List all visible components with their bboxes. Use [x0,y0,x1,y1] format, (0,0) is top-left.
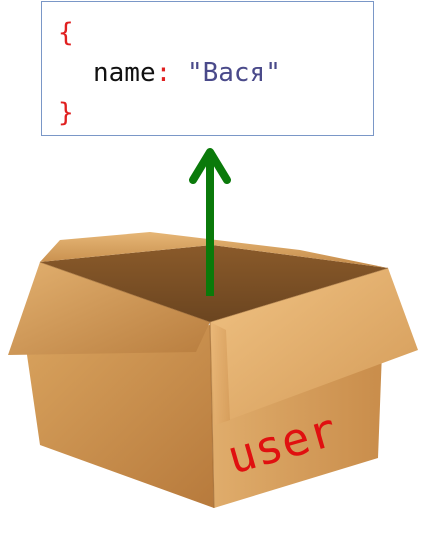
code-line-close: } [58,98,74,128]
cardboard-box-icon: user [8,232,418,509]
code-line-property: name: "Вася" [93,58,281,88]
box-left-flap [8,262,210,355]
code-line-open: { [58,18,74,48]
arrow-up-icon [189,148,231,296]
open-brace: { [58,18,74,48]
box-right-flap [210,268,418,425]
property-colon: : [155,58,172,88]
code-box: { name: "Вася" } [41,1,374,136]
property-value: "Вася" [186,58,281,88]
close-brace: } [58,98,74,128]
property-key: name [93,58,156,88]
box-front-flap [210,322,230,425]
arrow-head [189,148,231,184]
box-left-face [26,325,214,508]
box-back-flap [40,232,388,268]
